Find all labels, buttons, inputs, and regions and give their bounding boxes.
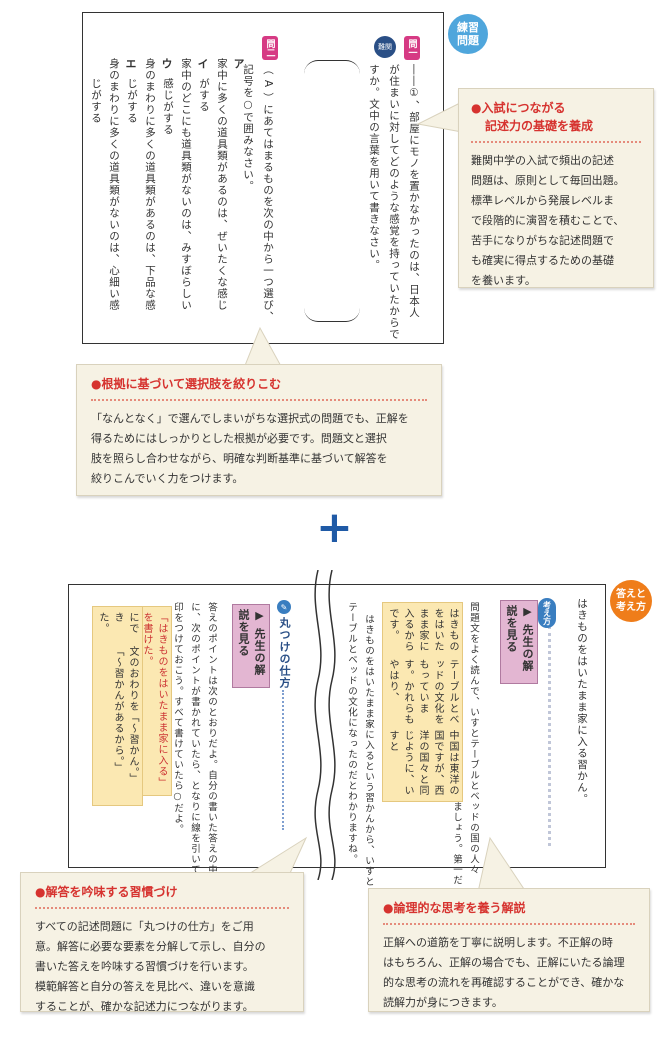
video-icon: ▶ <box>253 609 266 623</box>
quoted-passage: 中国は東洋の国ですが、西洋の国々と同じように、いすと テーブルとベッドの文化をも… <box>382 602 463 802</box>
marking-point-2: 文のおわりを「～習かん。」「～習かんがあるから。」 にできた。 <box>92 606 143 806</box>
video-icon: ▶ <box>521 605 534 619</box>
question-1-marker: 問一 <box>404 36 420 60</box>
dotted-divider <box>548 626 551 846</box>
callout-body: 難関中学の入試で頻出の記述 問題は、原則として毎回出題。 標準レベルから発展レベ… <box>471 154 625 287</box>
question-1-text: ――①、部屋にモノを置かなかったのは、日本人 が住まいに対してどのような感覚を持… <box>368 64 420 340</box>
practice-problem-badge: 練習 問題 <box>448 14 488 54</box>
callout-pointer-right-bottom <box>477 836 527 893</box>
teacher-video-button-right[interactable]: ▶ 先生の解説を見る <box>500 600 538 684</box>
dotted-divider-left <box>282 690 284 830</box>
callout-writing-foundation: ●入試につながる 記述力の基礎を養成 難関中学の入試で頻出の記述 問題は、原則と… <box>458 88 654 288</box>
model-answer: はきものをはいたまま家に入る習かん。 <box>576 598 588 805</box>
answer-box <box>304 60 360 322</box>
explanation-conclusion: はきものをはいたまま家に入るという習かんから、いすと テーブルとベッドの文化にな… <box>346 602 374 887</box>
pencil-icon: ✎ <box>277 600 291 614</box>
question-2-text: （ A ）にあてはまるものを次の中から一つ選び、 記号を○で囲みなさい。 <box>242 64 274 323</box>
kangaekata-marker: 考え方 <box>538 598 556 628</box>
option-i: イ 家中のどこにも道具類がないのは、みすぼらしい 感じがする <box>162 58 209 311</box>
callout-body: すべての記述問題に「丸つけの仕方」をご用 意。解答に必要な要素を分解して示し、自… <box>35 920 266 1013</box>
callout-body: 正解への道筋を丁寧に説明します。不正解の時 はもちろん、正解の場合でも、正解にい… <box>383 936 625 1009</box>
option-a: ア 家中に多くの道具類があるのは、ぜいたくな感じ がする <box>198 58 245 311</box>
teacher-video-button-left[interactable]: ▶ 先生の解説を見る <box>232 604 270 688</box>
callout-choice-narrowing: ●根拠に基づいて選択肢を絞りこむ 「なんとなく」で選んでしまいがちな選択式の問題… <box>76 364 442 496</box>
option-u: ウ 身のまわりに多くの道具類があるのは、下品な感 じがする <box>126 58 173 311</box>
option-e: エ 身のまわりに多くの道具類がないのは、心細い感 じがする <box>90 58 137 311</box>
callout-answer-review: ●解答を吟味する習慣づけ すべての記述問題に「丸つけの仕方」をご用 意。解答に必… <box>20 872 304 1013</box>
page-break-wave <box>314 570 336 880</box>
callout-body: 「なんとなく」で選んでしまいがちな選択式の問題でも、正解を 得るためにはしっかり… <box>91 412 409 485</box>
answers-badge: 答えと 考え方 <box>610 580 652 622</box>
marking-heading: ✎ 丸つけの仕方 <box>276 600 292 689</box>
plus-icon: + <box>316 502 353 553</box>
practice-problem-page <box>82 12 444 344</box>
callout-logical-thinking: ●論理的な思考を養う解説 正解への道筋を丁寧に説明します。不正解の時 はもちろん… <box>368 888 650 1012</box>
difficulty-icon: 難関 <box>374 36 396 58</box>
question-2-marker: 問二 <box>262 36 278 60</box>
marking-body: 答えのポイントは次のとおりだよ。自分の書いた答えの中 に、次のポイントが書かれて… <box>172 602 217 875</box>
